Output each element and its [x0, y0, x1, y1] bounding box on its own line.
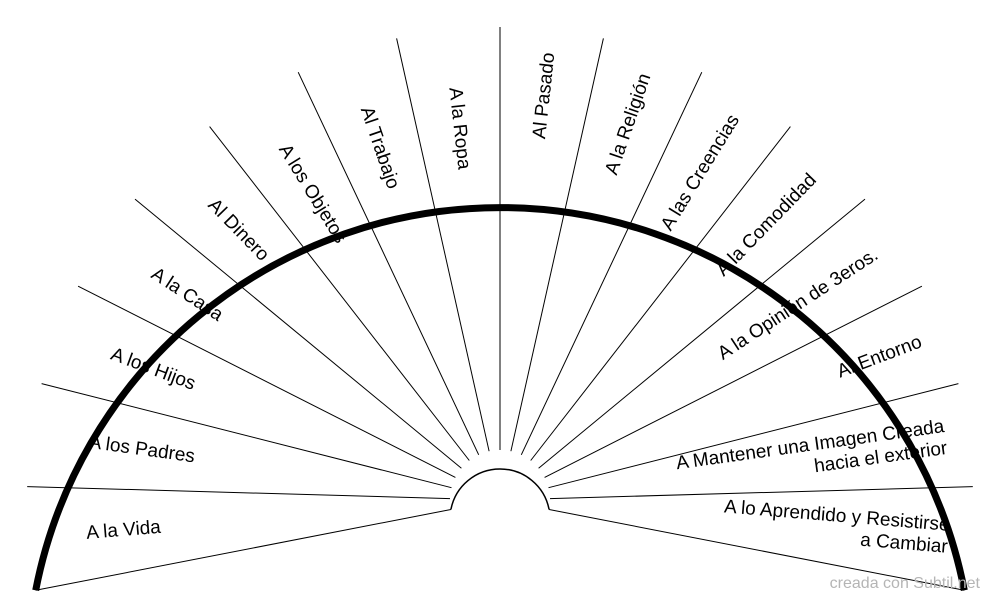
edge-line: [35, 509, 451, 591]
segment-label: Al Entorno: [834, 332, 924, 383]
segment-label: A la Religión: [601, 71, 655, 178]
divider-line: [549, 486, 973, 500]
divider-line: [134, 198, 462, 469]
segment-label: A Mantener una Imagen Creadahacia el ext…: [675, 416, 949, 496]
segment-label: A la Vida: [86, 517, 163, 544]
segment-label-line: Al Dinero: [204, 195, 274, 266]
segment-label: A los Hijos: [108, 344, 198, 395]
segment-lines: [27, 27, 973, 591]
segment-label: Al Trabajo: [356, 104, 404, 192]
divider-line: [41, 383, 452, 489]
outer-arc: [32, 204, 968, 591]
divider-line: [77, 285, 456, 478]
divider-line: [297, 71, 480, 456]
divider-line: [27, 486, 451, 500]
divider-line: [538, 198, 866, 469]
segment-label-line: A la Ropa: [444, 86, 474, 171]
segment-label: Al Dinero: [204, 195, 274, 266]
segment-label-line: Al Entorno: [834, 332, 924, 383]
segment-label: Al Pasado: [529, 51, 559, 139]
segment-label-line: A los Hijos: [108, 344, 198, 395]
credit-text: creada con Subtil.net: [829, 575, 980, 592]
segment-label-line: A los Padres: [88, 432, 197, 468]
segment-label-line: Al Trabajo: [356, 104, 404, 192]
segment-label: A los Objetos: [274, 141, 350, 247]
inner-arc: [450, 468, 550, 510]
segment-label: A las Creencias: [657, 111, 744, 234]
segment-label: A los Padres: [88, 432, 197, 468]
segment-label: A la Ropa: [444, 86, 474, 171]
segment-label-line: A la Vida: [86, 517, 163, 544]
divider-line: [548, 383, 959, 489]
divider-line: [530, 126, 791, 461]
segment-label-line: Al Pasado: [529, 51, 559, 139]
divider-line: [520, 71, 703, 456]
segment-label-line: A lo Aprendido y Resistirse: [723, 496, 950, 535]
divider-line: [544, 285, 923, 478]
segment-label-line: A la Comodidad: [712, 170, 821, 281]
segment-label: A la Casa: [147, 264, 227, 326]
segment-label: A lo Aprendido y Resistirsea Cambiar: [722, 496, 951, 557]
divider-line: [510, 38, 604, 452]
segment-label: A la Comodidad: [712, 170, 821, 281]
divider-line: [396, 38, 490, 452]
edge-line: [549, 509, 965, 591]
segment-label-line: A la Religión: [601, 71, 655, 178]
segment-label-line: A la Casa: [147, 264, 227, 326]
segment-label-line: A los Objetos: [274, 141, 350, 247]
segment-label-line: A las Creencias: [657, 111, 744, 234]
divider-line: [209, 126, 470, 461]
